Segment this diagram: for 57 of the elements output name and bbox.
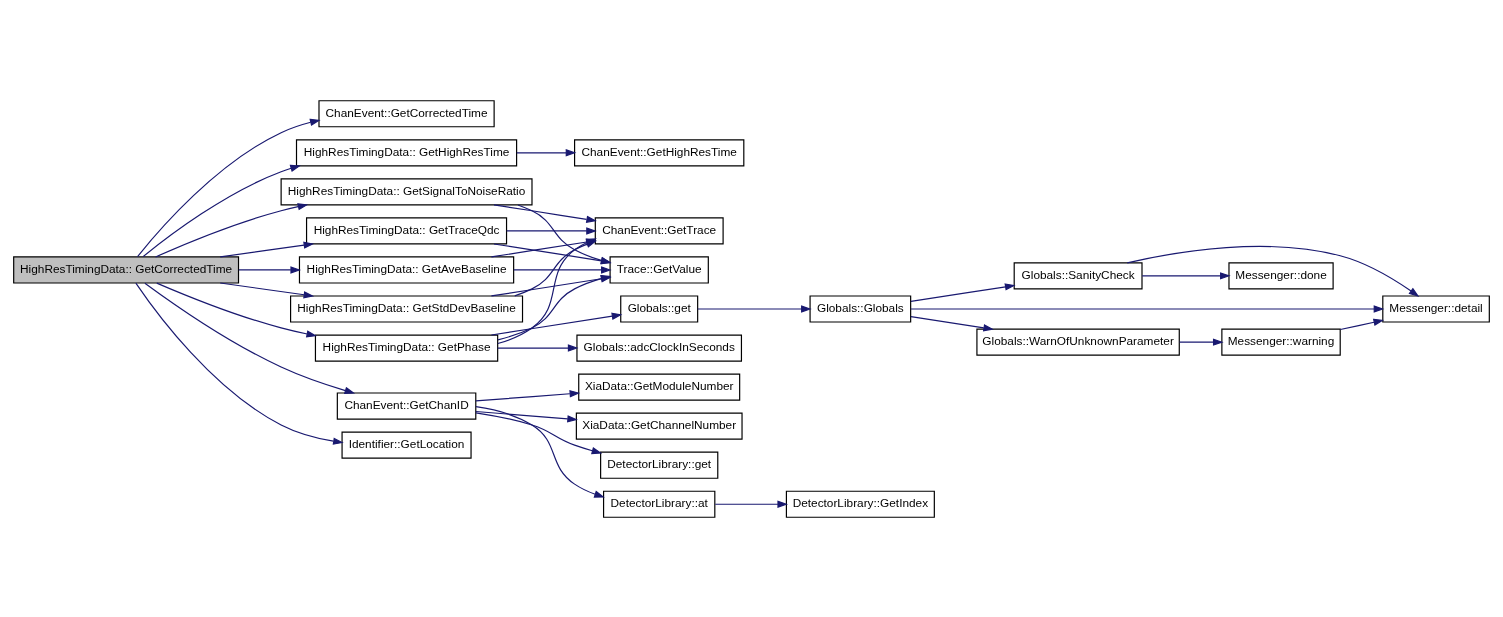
node-box: DetectorLibrary::at xyxy=(603,490,716,518)
arrow xyxy=(506,226,597,235)
arrow xyxy=(1179,337,1224,346)
node-box: DetectorLibrary::GetIndex xyxy=(785,490,935,518)
node-box: Globals::Globals xyxy=(809,294,912,323)
node-box: XiaData::GetChannelNumber xyxy=(575,412,743,440)
node-box: Identifier::GetLocation xyxy=(341,431,472,459)
arrow xyxy=(238,265,302,274)
arrow xyxy=(714,500,789,508)
arrow xyxy=(144,282,356,394)
arrow xyxy=(155,202,309,257)
node-box: HighResTimingData:: GetCorrectedTime xyxy=(13,255,240,284)
arrow xyxy=(219,281,315,298)
arrow xyxy=(135,281,344,445)
arrow xyxy=(219,240,315,257)
node-box: Globals::SanityCheck xyxy=(1013,261,1143,289)
arrow xyxy=(475,411,603,454)
arrow xyxy=(490,274,612,297)
node-box: Globals::adcClockInSeconds xyxy=(576,333,743,362)
arrow xyxy=(497,343,579,352)
node-box: Globals::get xyxy=(620,294,699,323)
arrow xyxy=(1141,271,1231,280)
node-box: HighResTimingData:: GetPhase xyxy=(314,333,499,362)
arrow xyxy=(493,203,597,223)
arrow xyxy=(910,282,1016,302)
node-box: XiaData::GetModuleNumber xyxy=(578,373,741,401)
arrow xyxy=(513,265,612,274)
arrow xyxy=(497,274,612,340)
node-box: DetectorLibrary::get xyxy=(600,451,719,479)
node-box: Globals::WarnOfUnknownParameter xyxy=(976,328,1180,356)
node-box: HighResTimingData:: GetSignalToNoiseRatio xyxy=(280,177,533,205)
arrow xyxy=(516,148,577,157)
arrow xyxy=(156,282,318,338)
arrow xyxy=(1126,245,1420,297)
arrow xyxy=(910,315,995,331)
node-box: HighResTimingData:: GetTraceQdc xyxy=(306,216,508,244)
arrow xyxy=(517,203,612,264)
arrow xyxy=(142,164,301,257)
arrow xyxy=(490,312,623,336)
arrow xyxy=(136,118,321,257)
arrow xyxy=(697,304,812,313)
arrow xyxy=(475,389,581,401)
arrow xyxy=(475,405,605,498)
node-box: ChanEvent::GetChanID xyxy=(336,391,477,420)
arrow xyxy=(475,410,578,423)
node-box: Messenger::warning xyxy=(1221,328,1341,356)
node-box: ChanEvent::GetTrace xyxy=(594,216,724,244)
arrow xyxy=(1339,318,1385,330)
node-box: ChanEvent::GetHighResTime xyxy=(574,138,745,166)
node-box: Messenger::done xyxy=(1228,261,1334,289)
node-box: HighResTimingData:: GetAveBaseline xyxy=(298,255,515,284)
arrow xyxy=(910,304,1385,313)
node-box: HighResTimingData:: GetHighResTime xyxy=(295,138,518,166)
node-box: ChanEvent::GetCorrectedTime xyxy=(318,99,495,127)
node-box: Trace::GetValue xyxy=(609,255,709,284)
node-box: Messenger::detail xyxy=(1382,294,1490,323)
node-box: HighResTimingData:: GetStdDevBaseline xyxy=(290,294,524,323)
